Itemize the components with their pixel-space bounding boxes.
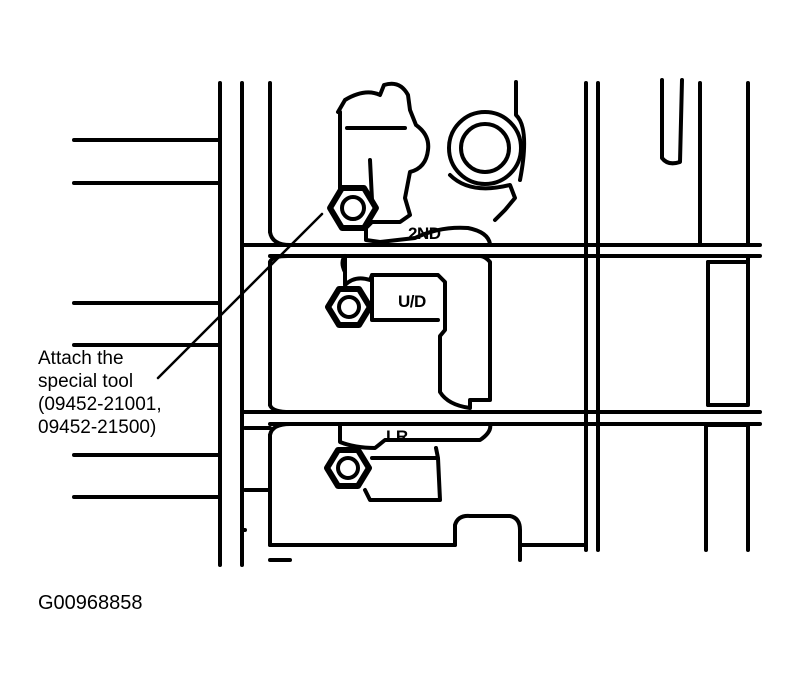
middle-body-notch bbox=[340, 254, 347, 274]
callout-line-4: 09452-21500) bbox=[38, 417, 157, 438]
top-slot bbox=[660, 78, 684, 166]
port-label-2nd: 2ND bbox=[408, 224, 441, 243]
middle-body-outline bbox=[343, 254, 492, 410]
callout-leader-line bbox=[156, 212, 324, 380]
channel-bands bbox=[240, 230, 762, 562]
callout-line-1: Attach the bbox=[38, 348, 124, 369]
hex-bolt-middle bbox=[325, 286, 373, 328]
callout-text: Attach the special tool (09452-21001, 09… bbox=[38, 347, 162, 439]
bottom-notch bbox=[453, 513, 522, 562]
lower-body-outline bbox=[338, 422, 493, 502]
port-label-lr: LR bbox=[386, 427, 408, 446]
figure-id: G00968858 bbox=[38, 592, 143, 614]
hex-bolt-bottom bbox=[324, 447, 372, 489]
left-stub-lines bbox=[72, 138, 222, 499]
upper-right-edge bbox=[514, 80, 527, 182]
round-port bbox=[447, 110, 523, 222]
hex-bolt-top bbox=[327, 185, 379, 231]
callout-line-2: special tool bbox=[38, 371, 134, 392]
frame-vertical-lines bbox=[218, 81, 750, 567]
callout-line-3: (09452-21001, bbox=[38, 394, 162, 415]
upper-inner-neck bbox=[368, 158, 374, 202]
upper-body-outline bbox=[336, 81, 492, 246]
port-label-ud: U/D bbox=[398, 292, 426, 311]
